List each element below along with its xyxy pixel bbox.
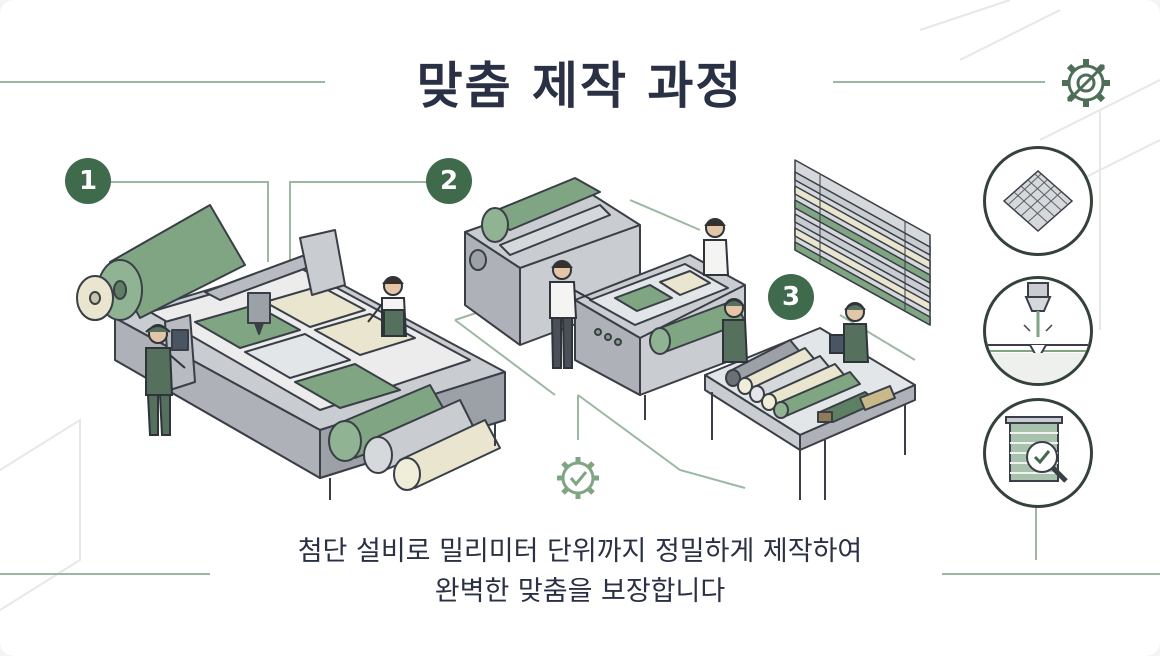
caption: 첨단 설비로 밀리미터 단위까지 정밀하게 제작하여 완벽한 맞춤을 보장합니다 <box>0 532 1160 612</box>
page-title: 맞춤 제작 과정 <box>416 57 744 115</box>
fabric-weave-icon <box>983 146 1093 256</box>
step-badge-2: 2 <box>426 158 472 204</box>
caption-line-1: 첨단 설비로 밀리미터 단위까지 정밀하게 제작하여 <box>297 536 863 567</box>
step-badge-3: 3 <box>768 274 814 320</box>
blind-inspection-icon <box>983 398 1093 508</box>
caption-line-2: 완벽한 맞춤을 보장합니다 <box>434 576 726 607</box>
step-badge-1: 1 <box>65 158 111 204</box>
laser-cutter-icon <box>983 276 1093 386</box>
